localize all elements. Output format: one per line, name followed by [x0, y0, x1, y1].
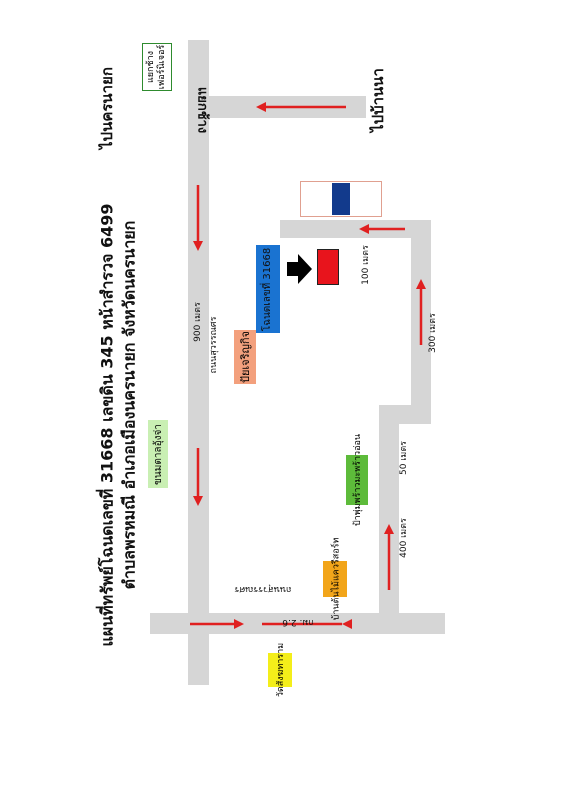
arrow-head	[193, 241, 203, 251]
arrow-head	[193, 496, 203, 506]
soi-lower-vertical	[379, 405, 399, 615]
landmark-tree-shop-label: บ้านต้นไม้แควรีสอร์ท	[331, 537, 341, 621]
direction-to-nakhon-nayok: ไปนครนายก	[98, 67, 116, 149]
landmark-khanom: ขนมตาลอุ้งจ่า	[148, 420, 168, 488]
arrow-head	[234, 619, 244, 629]
landmark-furniture: แยกช้าง เฟอร์นิเจอร์	[142, 43, 172, 91]
landmark-khanom-label: ขนมตาลอุ้งจ่า	[152, 423, 164, 485]
landmark-temple: วัดสังฆทาราม	[268, 643, 292, 697]
distance-300m: 300 เมตร	[428, 313, 438, 353]
landmark-pyairuangkit-label: ปัยเจริญกิจ	[239, 330, 252, 384]
road-name-suwannason: ถนนสุวรรณศร	[209, 316, 219, 374]
arrow-head	[256, 102, 266, 112]
building-outline	[300, 181, 382, 217]
distance-900m: 900 เมตร	[193, 302, 203, 342]
arrow-head	[416, 279, 426, 289]
deed-label-box: โฉนดเลขที่ 31668	[256, 245, 280, 333]
arrow-head	[359, 224, 369, 234]
main-road-vertical	[188, 40, 209, 685]
landmark-furniture-line1: แยกช้าง	[146, 50, 156, 84]
direction-to-ban-na: ไปบ้านนา	[369, 68, 387, 132]
distance-50m: 50 เมตร	[399, 440, 409, 476]
pointer-arrow-icon	[287, 254, 312, 284]
soi-top-horizontal	[280, 220, 430, 238]
landmark-phumporn-label: ป้าพุ่มพร้าวมะพร้าวอ่อน	[353, 433, 364, 527]
landmark-phumporn: ป้าพุ่มพร้าวมะพร้าวอ่อน	[346, 434, 368, 526]
km-marker: กม. 2.6	[282, 617, 314, 627]
junction-label: แยกช้าง	[194, 86, 210, 134]
road-name-suwannason-lower: ถนนสุวรรณศร	[234, 584, 292, 594]
landmark-tree-shop: บ้านต้นไม้แควรีสอร์ท	[323, 538, 347, 620]
distance-400m: 400 เมตร	[399, 518, 409, 558]
blue-building	[332, 183, 350, 215]
deed-label: โฉนดเลขที่ 31668	[262, 247, 274, 331]
landmark-furniture-line2: เฟอร์นิเจอร์	[157, 44, 167, 90]
arrow-head	[342, 619, 352, 629]
property-marker	[317, 249, 339, 285]
arrow-head	[384, 524, 394, 534]
landmark-temple-label: วัดสังฆทาราม	[276, 642, 286, 698]
landmark-pyairuangkit: ปัยเจริญกิจ	[234, 330, 256, 384]
distance-100m: 100 เมตร	[361, 245, 371, 285]
